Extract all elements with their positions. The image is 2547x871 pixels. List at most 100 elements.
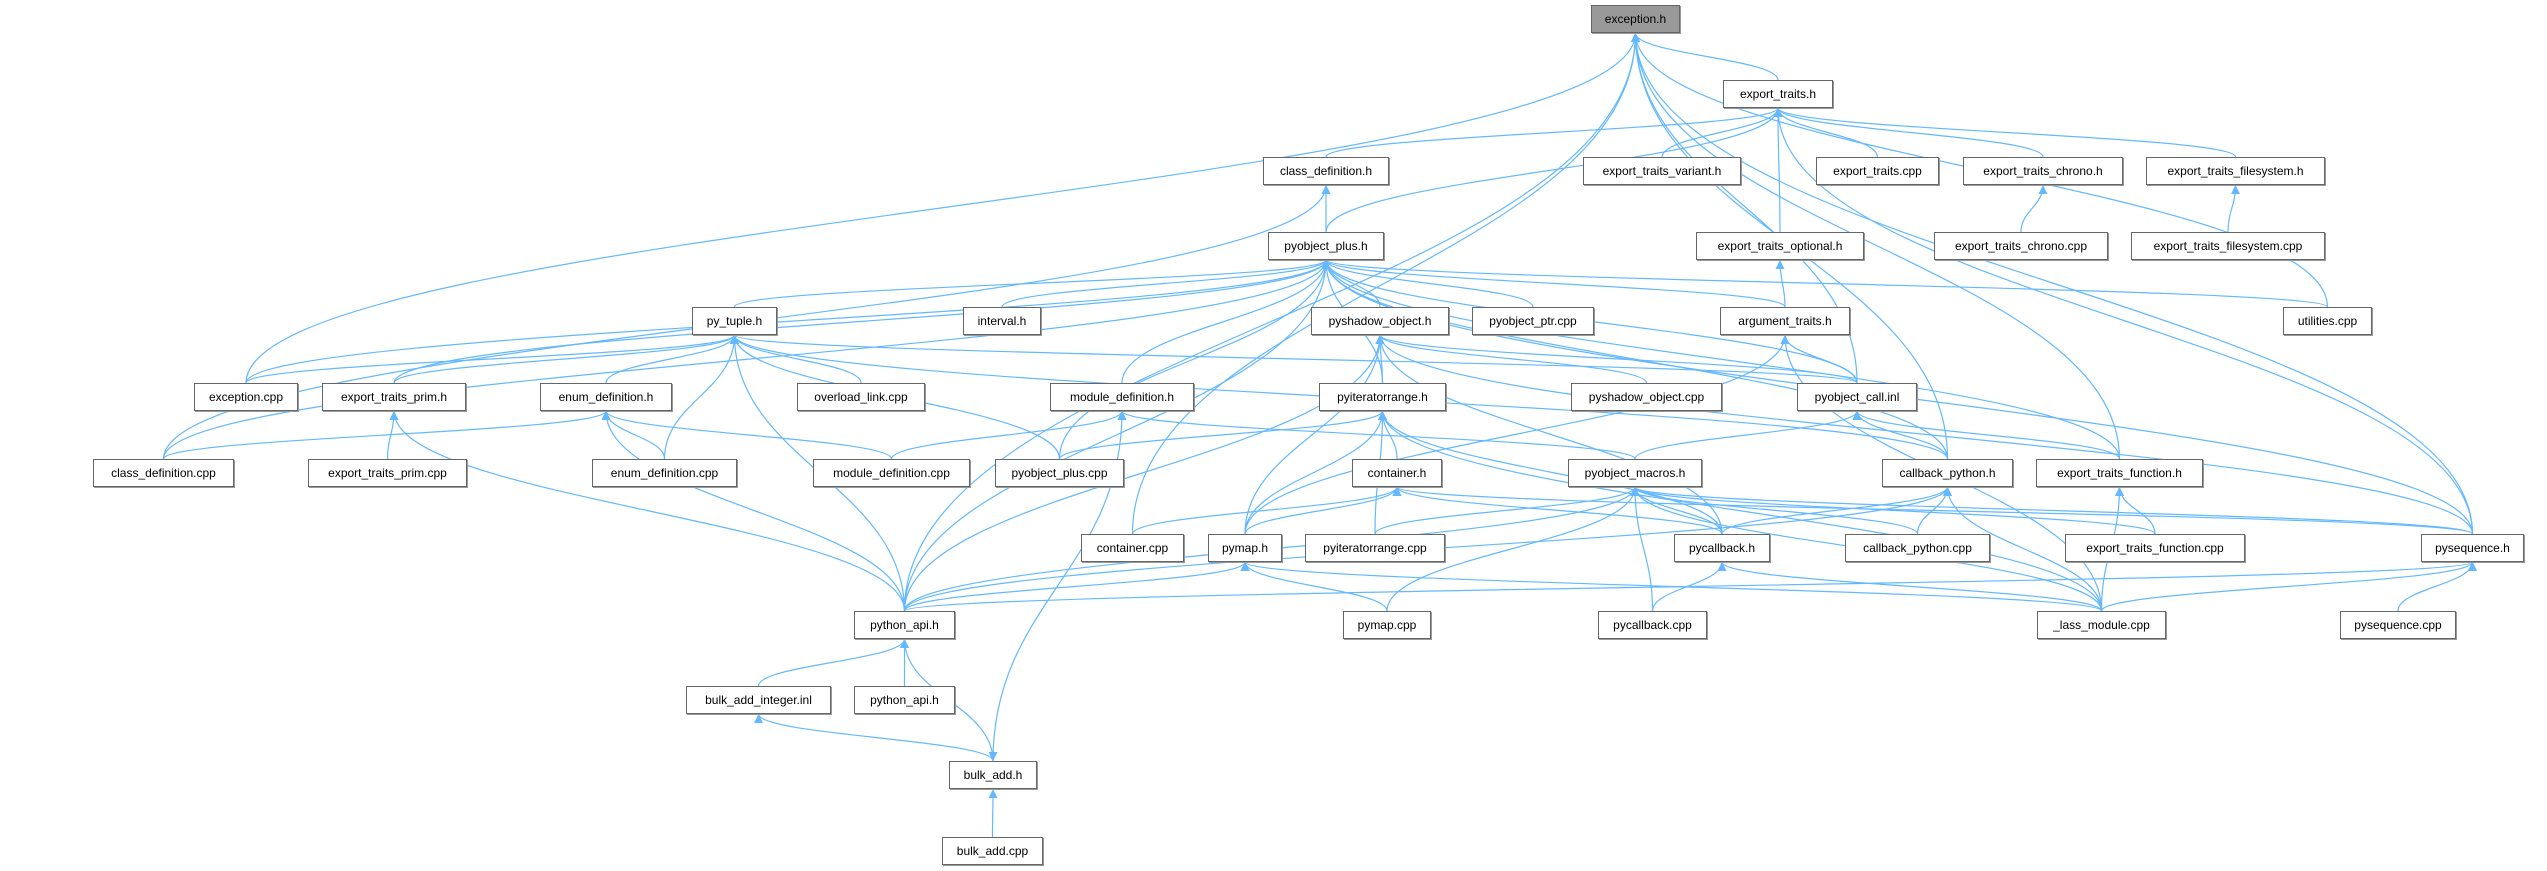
graph-node[interactable]: enum_definition.cpp [592, 459, 737, 487]
graph-node[interactable]: py_tuple.h [692, 307, 777, 335]
graph-node[interactable]: export_traits_prim.cpp [308, 459, 467, 487]
dependency-edge [1131, 486, 1402, 535]
dependency-edge [245, 32, 1640, 384]
graph-node[interactable]: callback_python.cpp [1845, 534, 1990, 562]
dependency-edge [1773, 107, 1783, 233]
dependency-edge [988, 788, 998, 838]
graph-node[interactable]: export_traits_function.cpp [2065, 534, 2245, 562]
graph-node[interactable]: export_traits_chrono.h [1963, 157, 2123, 185]
graph-node[interactable]: pymap.cpp [1343, 611, 1431, 639]
dependency-edge [1852, 410, 2121, 460]
graph-node-label: exception.cpp [208, 390, 284, 404]
dependency-edge [2115, 486, 2156, 535]
dependency-edge [1631, 32, 1779, 81]
graph-node-label: pyobject_ptr.cpp [1489, 314, 1577, 328]
graph-node[interactable]: python_api.h [854, 686, 955, 714]
graph-node[interactable]: export_traits_filesystem.h [2146, 157, 2325, 185]
graph-node[interactable]: utilities.cpp [2283, 307, 2372, 335]
graph-node[interactable]: export_traits_filesystem.cpp [2131, 232, 2325, 260]
dependency-edge [1631, 32, 2474, 535]
graph-node[interactable]: class_definition.h [1263, 157, 1389, 185]
graph-node-label: exception.h [1604, 12, 1667, 26]
graph-node[interactable]: bulk_add.h [949, 761, 1037, 789]
dependency-edge [754, 713, 994, 762]
dependency-edge [2397, 561, 2477, 612]
graph-node[interactable]: container.h [1352, 459, 1442, 487]
graph-node[interactable]: argument_traits.h [1720, 307, 1850, 335]
graph-node[interactable]: container.cpp [1081, 534, 1184, 562]
graph-node[interactable]: export_traits.h [1723, 80, 1833, 108]
graph-node[interactable]: export_traits_function.h [2036, 459, 2203, 487]
dependency-edge [903, 561, 2477, 612]
graph-node[interactable]: module_definition.cpp [813, 459, 970, 487]
graph-node-selected: exception.h [1591, 5, 1680, 33]
graph-node-label: export_traits_variant.h [1602, 164, 1722, 178]
graph-node-label: bulk_add.cpp [956, 844, 1029, 858]
graph-node-label: pyshadow_object.h [1328, 314, 1432, 328]
dependency-edge [1244, 486, 1402, 535]
dependency-edge [733, 259, 1331, 308]
graph-node[interactable]: pyobject_plus.cpp [995, 459, 1124, 487]
graph-node[interactable]: pysequence.cpp [2340, 611, 2456, 639]
graph-node[interactable]: exception.cpp [194, 383, 298, 411]
graph-node[interactable]: pyshadow_object.cpp [1571, 383, 1722, 411]
graph-node[interactable]: callback_python.h [1882, 459, 2013, 487]
dependency-edge [1773, 107, 1879, 158]
graph-node-label: pymap.cpp [1357, 618, 1417, 632]
dependency-edge [1630, 486, 2156, 535]
graph-node[interactable]: class_definition.cpp [93, 459, 234, 487]
graph-node-label: container.h [1367, 466, 1427, 480]
dependency-edge [1058, 410, 1387, 460]
graph-node-label: bulk_add.h [963, 768, 1023, 782]
dependency-edge [1244, 410, 1387, 535]
graph-node[interactable]: pymap.h [1208, 534, 1282, 562]
graph-node-label: export_traits_chrono.cpp [1954, 239, 2088, 253]
graph-node-label: interval.h [977, 314, 1027, 328]
graph-node[interactable]: pyobject_plus.h [1268, 232, 1384, 260]
graph-node[interactable]: export_traits_prim.h [322, 383, 466, 411]
graph-node[interactable]: export_traits_variant.h [1583, 157, 1741, 185]
graph-node[interactable]: python_api.h [854, 611, 955, 639]
graph-node-label: python_api.h [870, 618, 939, 632]
graph-node-label: module_definition.h [1069, 390, 1175, 404]
graph-node[interactable]: enum_definition.h [540, 383, 672, 411]
graph-node[interactable]: export_traits_chrono.cpp [1934, 232, 2108, 260]
graph-node[interactable]: pyshadow_object.h [1311, 307, 1449, 335]
dependency-edge [730, 334, 1858, 384]
graph-node[interactable]: pysequence.h [2421, 534, 2524, 562]
graph-node-label: export_traits_prim.h [340, 390, 448, 404]
graph-node[interactable]: module_definition.h [1050, 383, 1194, 411]
graph-node[interactable]: pyiteratorrange.h [1319, 383, 1446, 411]
graph-node[interactable]: overload_link.cpp [797, 383, 925, 411]
graph-node[interactable]: pyobject_macros.h [1568, 459, 1702, 487]
graph-node-label: pysequence.cpp [2354, 618, 2442, 632]
dependency-edge [1392, 486, 2474, 535]
dependency-edge [245, 334, 739, 384]
graph-node[interactable]: pycallback.h [1674, 534, 1770, 562]
graph-node-label: module_definition.cpp [833, 466, 950, 480]
graph-node-label: pyobject_plus.h [1284, 239, 1368, 253]
graph-node[interactable]: pyobject_call.inl [1797, 383, 1917, 411]
dependency-edge [903, 561, 1250, 612]
graph-node-label: export_traits.h [1739, 87, 1817, 101]
graph-node[interactable]: pyiteratorrange.cpp [1305, 534, 1445, 562]
dependency-edge [1244, 334, 1385, 535]
dependency-edge [393, 334, 739, 384]
graph-node[interactable]: interval.h [963, 307, 1041, 335]
dependency-edge [1131, 32, 1640, 535]
dependency-edge [1001, 259, 1331, 308]
graph-node-label: pycallback.cpp [1613, 618, 1692, 632]
dependency-edge [1392, 486, 1723, 535]
graph-node[interactable]: export_traits_optional.h [1696, 232, 1864, 260]
graph-node-label: _lass_module.cpp [2053, 618, 2150, 632]
graph-node[interactable]: bulk_add_integer.inl [686, 686, 831, 714]
graph-node[interactable]: pycallback.cpp [1598, 611, 1707, 639]
graph-node[interactable]: pyobject_ptr.cpp [1472, 307, 1594, 335]
graph-node[interactable]: _lass_module.cpp [2037, 611, 2166, 639]
dependency-edge [1943, 486, 2103, 612]
graph-node[interactable]: export_traits.cpp [1816, 157, 1939, 185]
graph-node[interactable]: bulk_add.cpp [942, 837, 1043, 865]
dependency-edge [1717, 561, 2103, 612]
dependency-edge [393, 259, 1331, 384]
dependency-edge [1773, 107, 2237, 158]
